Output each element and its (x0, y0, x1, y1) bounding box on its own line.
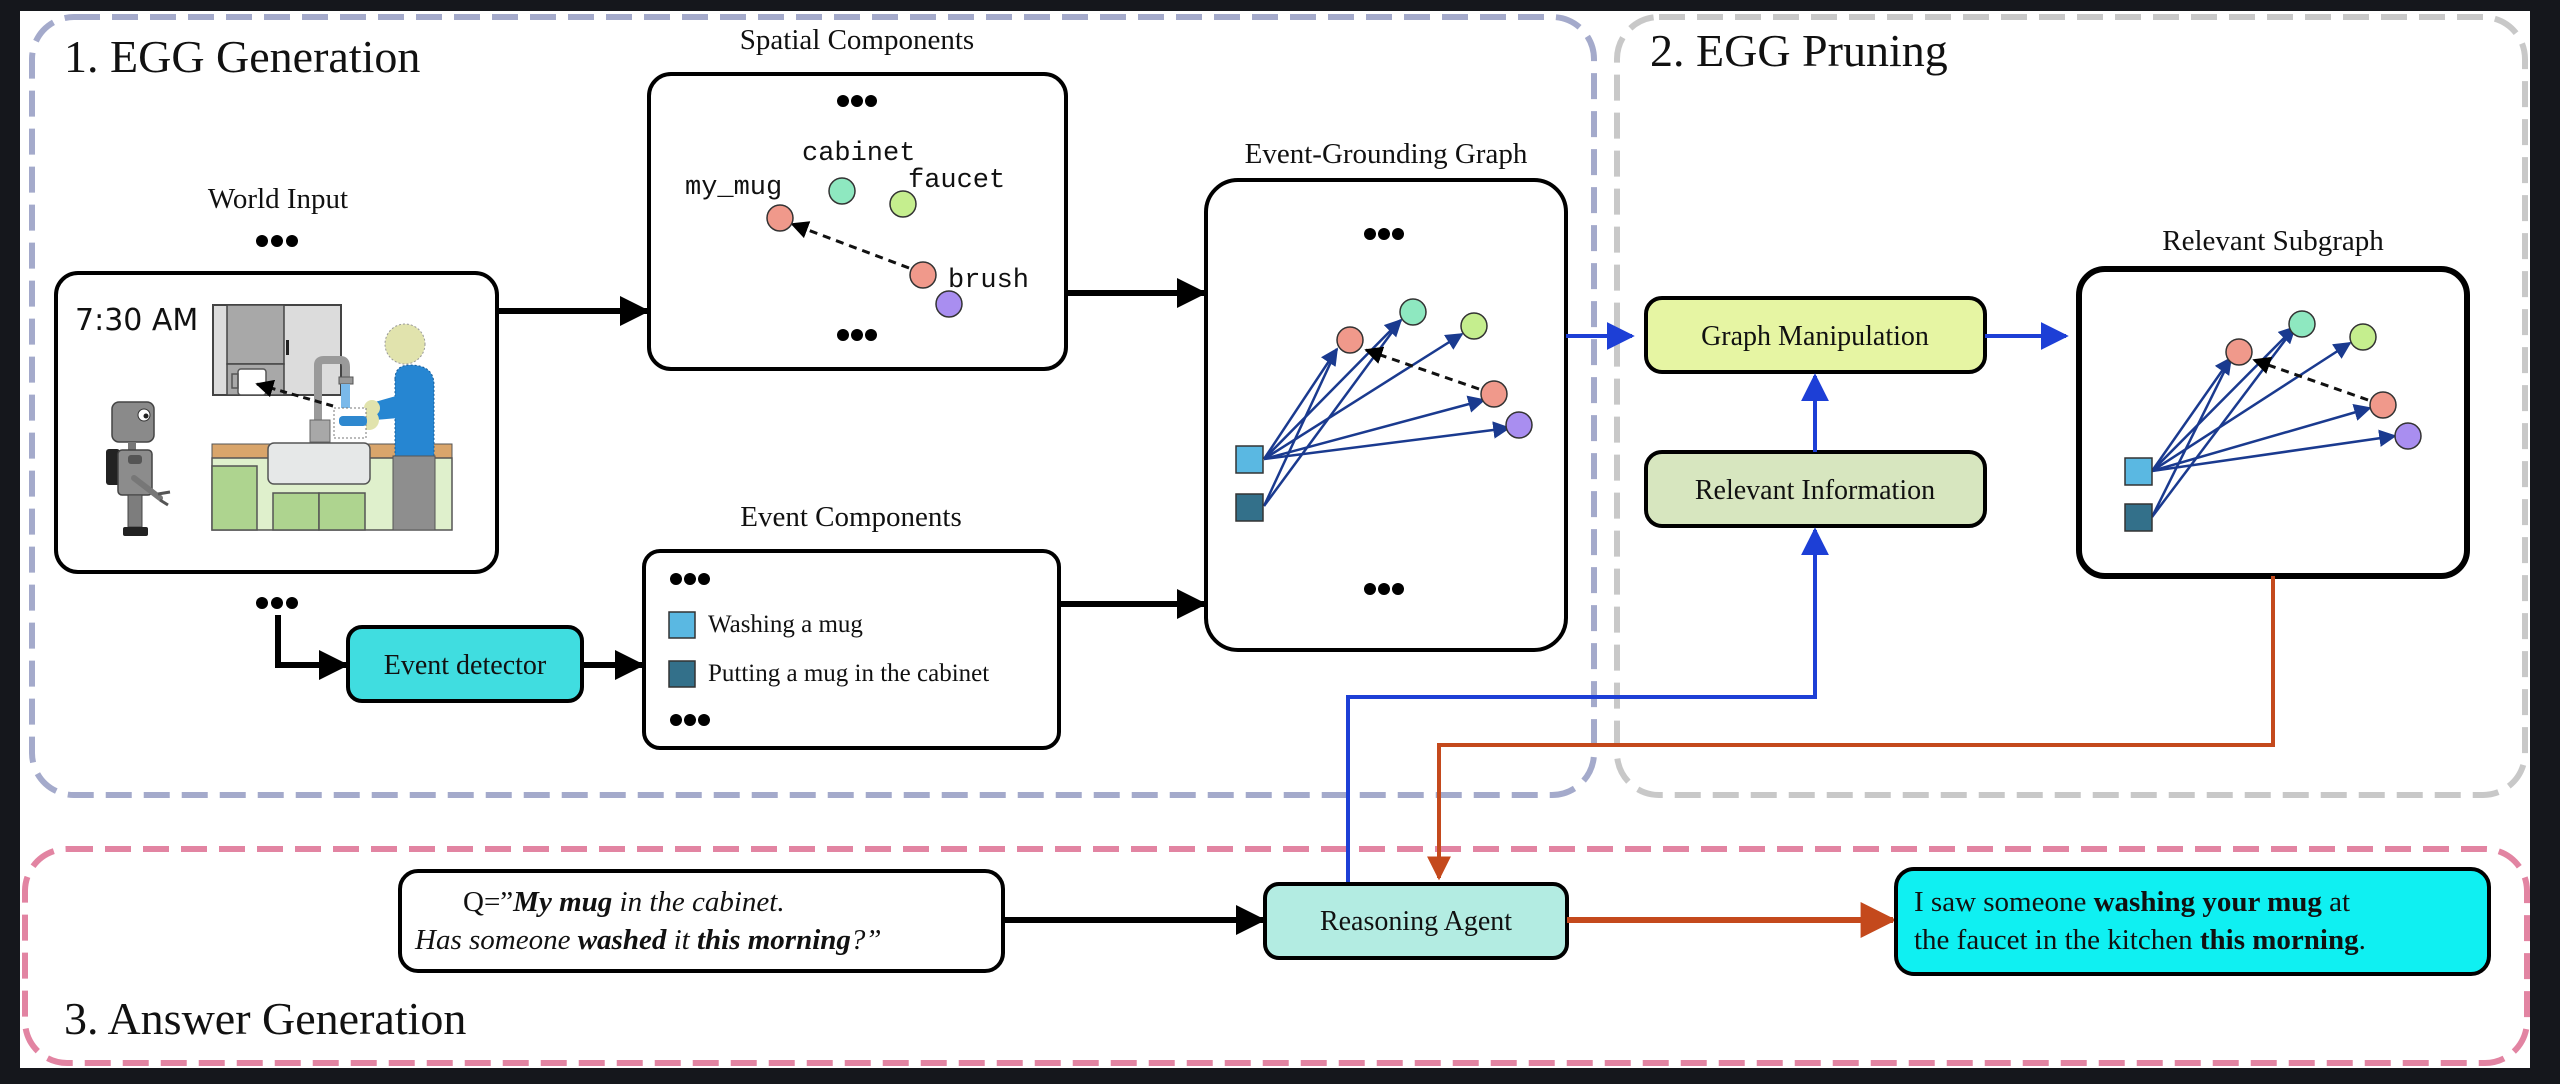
event-swatch-washing (668, 611, 696, 639)
subgraph-node-attribute (2394, 422, 2422, 450)
node-brush-attribute[interactable] (935, 290, 963, 318)
answer-line-1: I saw someone washing your mug at (1914, 886, 2350, 918)
egg-graph (1235, 298, 1533, 522)
ellipsis-icon (837, 95, 877, 107)
panel-title-answer: 3. Answer Generation (64, 993, 466, 1044)
event-components-title: Event Components (740, 501, 962, 533)
event-components-box[interactable] (642, 549, 1061, 750)
node-brush[interactable] (909, 261, 937, 289)
answer-box[interactable] (1894, 867, 2491, 976)
egg-title: Event-Grounding Graph (1245, 138, 1528, 170)
subgraph-node-faucet (2349, 323, 2377, 351)
arrow-world-to-event-detector (275, 615, 349, 680)
node-label-faucet: faucet (908, 166, 1005, 196)
panel-egg-pruning (1614, 14, 2528, 798)
subgraph-event-putting (2124, 503, 2153, 532)
relevant-information-label: Relevant Information (1695, 475, 1935, 506)
world-input-title: World Input (208, 183, 348, 215)
panel-answer-generation (22, 846, 2530, 1066)
node-label-cabinet: cabinet (802, 139, 915, 169)
panel-title-pruning: 2. EGG Pruning (1650, 25, 1948, 76)
node-cabinet[interactable] (828, 177, 856, 205)
graph-manipulation-label: Graph Manipulation (1701, 321, 1929, 352)
question-line-2: Has someone washed it this morning?” (414, 924, 882, 956)
ellipsis-icon (1364, 228, 1404, 240)
egg-event-putting (1235, 493, 1264, 522)
subgraph-node-my-mug (2225, 338, 2253, 366)
event-item-washing: Washing a mug (708, 611, 863, 638)
node-label-brush: brush (948, 266, 1029, 296)
egg-node-my-mug (1336, 326, 1364, 354)
node-faucet[interactable] (889, 190, 917, 218)
ellipsis-icon (670, 714, 710, 726)
arrow-subgraph-to-agent (1427, 576, 2275, 881)
spatial-relation-edge (790, 221, 910, 270)
arrow-agent-to-relevant-info (1346, 527, 1829, 883)
panel-egg-generation (29, 14, 1597, 798)
subgraph-graph (2124, 310, 2422, 532)
ellipsis-icon (837, 329, 877, 341)
egg-node-faucet (1460, 312, 1488, 340)
subgraph-event-washing (2124, 457, 2153, 486)
event-detector-label: Event detector (384, 650, 547, 681)
egg-node-attribute (1505, 411, 1533, 439)
egg-node-cabinet (1399, 298, 1427, 326)
egg-event-washing (1235, 445, 1264, 474)
egg-box[interactable] (1204, 178, 1568, 652)
ellipsis-icon (1364, 583, 1404, 595)
ellipsis-icon (256, 235, 298, 247)
subgraph-node-brush (2369, 391, 2397, 419)
timestamp-label: 7:30 AM (75, 303, 198, 338)
egg-node-brush (1480, 380, 1508, 408)
question-line-1: Q=”My mug in the cabinet. (463, 886, 785, 918)
node-my-mug[interactable] (766, 204, 794, 232)
panel-title-generation: 1. EGG Generation (64, 31, 420, 82)
spatial-components-title: Spatial Components (740, 24, 974, 56)
node-label-my-mug: my_mug (685, 173, 782, 203)
kitchen-scene-illustration (106, 304, 453, 536)
spatial-components-box[interactable] (647, 72, 1068, 371)
ellipsis-icon (256, 597, 298, 609)
reasoning-agent-label: Reasoning Agent (1320, 906, 1512, 937)
event-swatch-putting (668, 660, 696, 688)
relevant-subgraph-title: Relevant Subgraph (2162, 225, 2384, 257)
subgraph-node-cabinet (2288, 310, 2316, 338)
answer-line-2: the faucet in the kitchen this morning. (1914, 924, 2366, 956)
ellipsis-icon (670, 573, 710, 585)
event-item-putting: Putting a mug in the cabinet (708, 660, 989, 687)
